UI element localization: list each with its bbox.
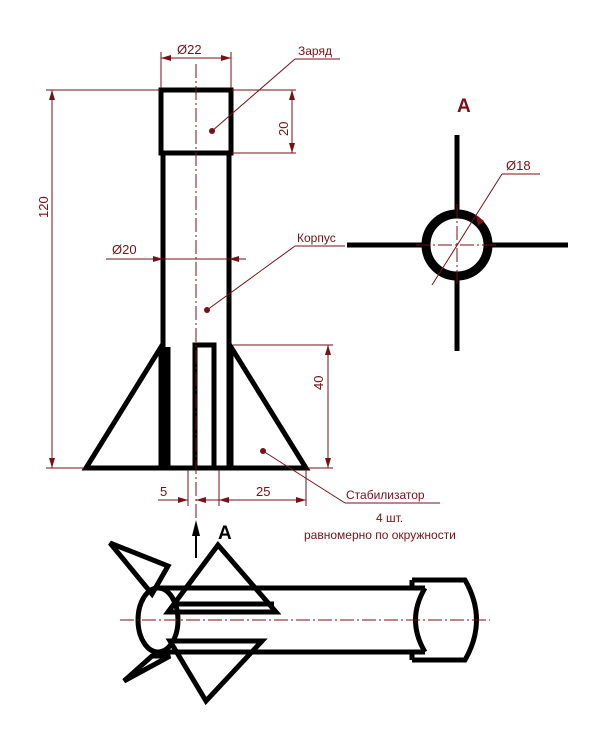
dim-120-text: 120	[36, 196, 51, 218]
leader-stab-line	[262, 450, 346, 504]
iso-fin-top-left	[108, 540, 172, 599]
leader-body-line	[206, 245, 296, 311]
dim-5-text: 5	[160, 484, 167, 499]
label-stabilizer-note: равномерно по окружности	[304, 528, 456, 542]
dim-20-arrow-bottom	[289, 143, 295, 153]
label-body: Корпус	[297, 231, 336, 245]
fin-center	[192, 342, 217, 471]
iso-fin-bottom-right	[165, 638, 268, 706]
dim-d22-text: Ø22	[177, 42, 202, 57]
dim-d20-arrow-left	[153, 256, 163, 262]
dim-25-arrow-right	[296, 497, 306, 503]
front-view: Ø22 120 20 Ø20 40 5	[36, 42, 456, 558]
dim-d22-arrow-left	[161, 55, 171, 61]
section-letter: A	[457, 96, 471, 117]
dim-40-arrow-top	[325, 345, 331, 355]
dim-40-arrow-bottom	[325, 458, 331, 468]
fin-right	[228, 338, 311, 471]
fin-left	[81, 338, 164, 471]
dim-120-arrow-bottom	[49, 458, 55, 468]
dim-120-arrow-top	[49, 90, 55, 100]
dim-d18-arrow	[476, 215, 484, 226]
section-view: A Ø18	[347, 96, 568, 351]
label-stabilizer: Стабилизатор	[346, 488, 425, 502]
dim-d18-line	[431, 173, 503, 286]
isometric-view	[108, 540, 490, 706]
dim-d20-arrow-right	[229, 256, 239, 262]
iso-fin-bottom-left	[122, 653, 172, 684]
dim-25-arrow-left	[219, 497, 229, 503]
label-stabilizer-count: 4 шт.	[376, 511, 403, 525]
dim-d18-text: Ø18	[506, 158, 531, 173]
dim-d22-arrow-right	[221, 55, 231, 61]
dim-20-arrow-top	[289, 90, 295, 100]
dim-25-text: 25	[256, 484, 270, 499]
dim-d20-text: Ø20	[112, 242, 137, 257]
view-arrow-head	[192, 520, 200, 536]
leader-charge-line	[211, 58, 296, 132]
view-letter: A	[218, 523, 232, 544]
iso-fin-top-right	[163, 541, 282, 615]
label-charge: Заряд	[298, 44, 332, 58]
dim-5-arrow-right	[178, 497, 188, 503]
dim-40-text: 40	[311, 376, 326, 390]
dim-20-text: 20	[276, 122, 291, 136]
